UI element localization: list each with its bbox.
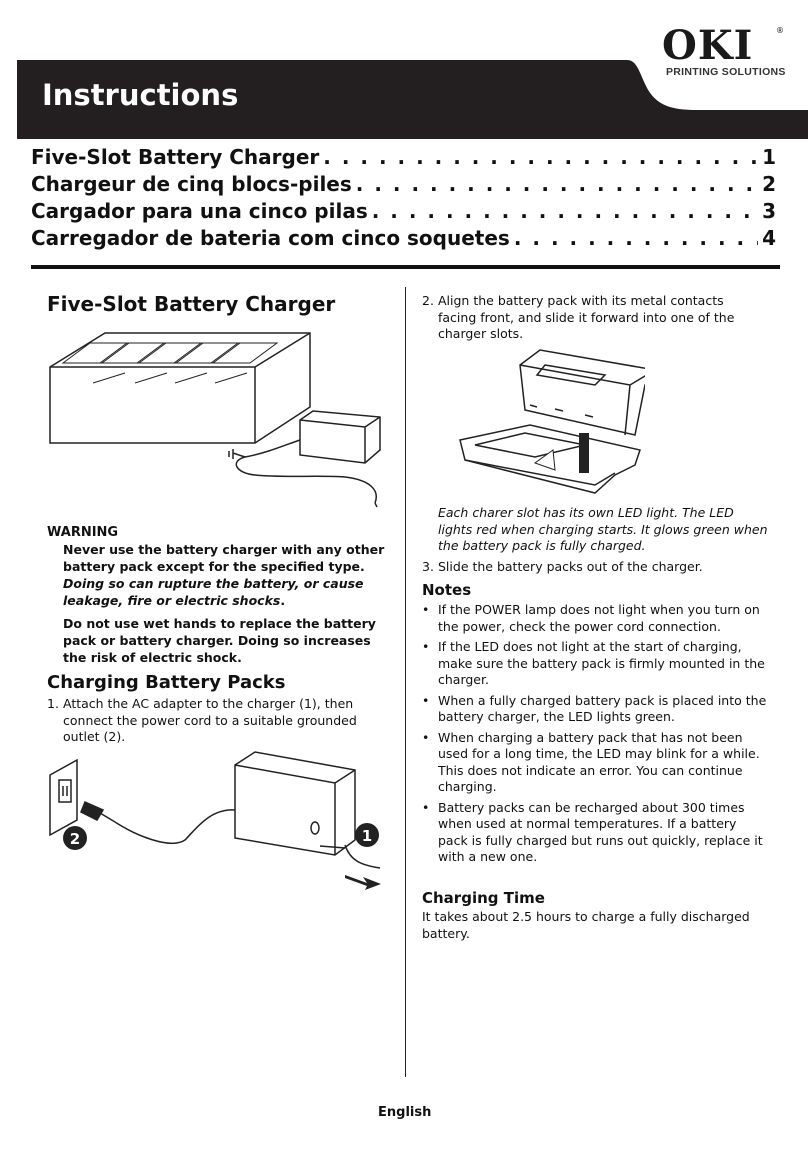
footer-language: English bbox=[378, 1105, 432, 1120]
callout-1: 1 bbox=[362, 827, 372, 845]
registered-mark-icon: ® bbox=[776, 26, 784, 35]
oki-logo: OKI bbox=[662, 22, 754, 69]
logo-tagline: PRINTING SOLUTIONS bbox=[666, 66, 786, 78]
warning-1-italic: Doing so can rupture the battery, or cau… bbox=[63, 576, 364, 608]
bullet-icon: • bbox=[422, 729, 430, 745]
step-2: 2. Align the battery pack with its metal… bbox=[422, 293, 762, 343]
adapter-illustration: 2 1 bbox=[49, 751, 381, 890]
step-3: 3. Slide the battery packs out of the ch… bbox=[422, 559, 762, 576]
toc-title: Chargeur de cinq blocs-piles bbox=[31, 172, 352, 196]
toc-page: 3 bbox=[762, 199, 776, 223]
title-bar bbox=[17, 60, 808, 139]
bullet-icon: • bbox=[422, 602, 430, 617]
note-text: Battery packs can be recharged about 300… bbox=[438, 799, 763, 865]
callout-2: 2 bbox=[70, 830, 80, 848]
toc-item[interactable]: Cargador para una cinco pilas 3 bbox=[31, 199, 776, 227]
battery-insert-illustration bbox=[459, 349, 645, 494]
toc-title: Cargador para una cinco pilas bbox=[31, 199, 368, 223]
toc-title: Five-Slot Battery Charger bbox=[31, 145, 320, 169]
step-text: Slide the battery packs out of the charg… bbox=[438, 559, 703, 574]
toc-item[interactable]: Carregador de bateria com cinco soquetes… bbox=[31, 226, 776, 254]
toc-page: 4 bbox=[762, 226, 776, 250]
step-number: 3. bbox=[422, 559, 434, 574]
note-text: When charging a battery pack that has no… bbox=[438, 729, 760, 795]
toc-item[interactable]: Chargeur de cinq blocs-piles 2 bbox=[31, 172, 776, 200]
charger-illustration bbox=[49, 332, 381, 508]
list-item: • When a fully charged battery pack is pl… bbox=[422, 693, 767, 726]
step-number: 2. bbox=[422, 293, 434, 308]
warning-title: WARNING bbox=[47, 525, 119, 540]
warning-2: Do not use wet hands to replace the batt… bbox=[63, 616, 376, 665]
step-1: 1. Attach the AC adapter to the charger … bbox=[47, 696, 387, 746]
charging-time-text: It takes about 2.5 hours to charge a ful… bbox=[422, 909, 750, 941]
bullet-icon: • bbox=[422, 692, 430, 708]
toc-leader bbox=[372, 199, 758, 223]
toc-page: 2 bbox=[762, 172, 776, 196]
list-item: • Battery packs can be recharged about 30… bbox=[422, 800, 767, 866]
step-text: Align the battery pack with its metal co… bbox=[438, 293, 735, 341]
bullet-icon: • bbox=[422, 799, 430, 815]
charging-time-heading: Charging Time bbox=[422, 889, 545, 907]
note-text: If the POWER lamp does not light when yo… bbox=[438, 602, 760, 634]
warning-1: Never use the battery charger with any o… bbox=[63, 541, 388, 609]
warning-1-end: . bbox=[280, 593, 286, 608]
toc-page: 1 bbox=[762, 145, 776, 169]
section-heading: Five-Slot Battery Charger bbox=[47, 292, 336, 316]
toc-leader bbox=[356, 172, 758, 196]
list-item: • If the POWER lamp does not light when y… bbox=[422, 602, 767, 635]
page-title: Instructions bbox=[42, 78, 239, 112]
toc-title: Carregador de bateria com cinco soquetes bbox=[31, 226, 510, 250]
bullet-icon: • bbox=[422, 639, 430, 654]
toc-divider bbox=[31, 265, 780, 269]
warning-1-bold: Never use the battery charger with any o… bbox=[63, 542, 385, 574]
step-number: 1. bbox=[47, 696, 59, 711]
note-text: When a fully charged battery pack is pla… bbox=[438, 692, 767, 725]
notes-list: • If the POWER lamp does not light when y… bbox=[422, 602, 767, 870]
step-text: Attach the AC adapter to the charger (1)… bbox=[63, 696, 357, 744]
toc-item[interactable]: Five-Slot Battery Charger 1 bbox=[31, 145, 776, 173]
list-item: • If the LED does not light at the start … bbox=[422, 639, 767, 689]
toc-leader bbox=[514, 226, 758, 250]
list-item: • When charging a battery pack that has n… bbox=[422, 730, 767, 796]
column-divider bbox=[405, 287, 406, 1077]
charging-heading: Charging Battery Packs bbox=[47, 672, 286, 693]
note-text: If the LED does not light at the start o… bbox=[438, 639, 765, 687]
led-caption: Each charer slot has its own LED light. … bbox=[438, 505, 768, 553]
toc-leader bbox=[323, 145, 758, 169]
notes-heading: Notes bbox=[422, 581, 472, 599]
